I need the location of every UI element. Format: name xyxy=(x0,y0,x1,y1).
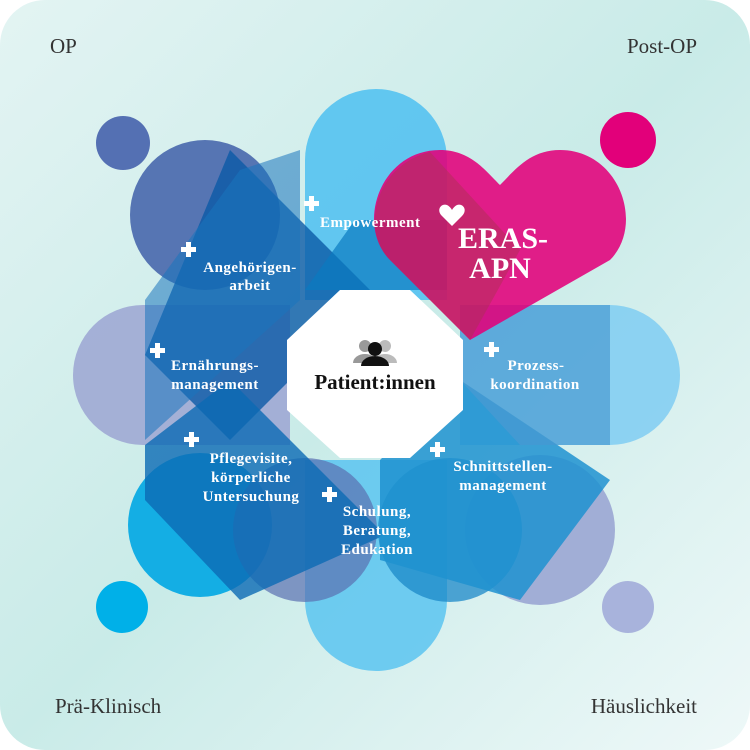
item-pflegevisite-1: Pflegevisite, xyxy=(210,451,293,467)
plus-icon xyxy=(150,343,165,358)
lobe-right-fill xyxy=(460,305,610,445)
heart-shade xyxy=(374,152,520,340)
item-ernaehrung-2: management xyxy=(171,377,259,393)
corner-label-praeklinisch: Prä-Klinisch xyxy=(55,694,162,718)
item-angehoerigen-1: Angehörigen- xyxy=(203,260,297,276)
corner-label-postop: Post-OP xyxy=(627,34,697,58)
corner-dot-postop xyxy=(600,112,656,168)
item-schulung-3: Edukation xyxy=(341,542,413,558)
center-octagon xyxy=(287,290,463,458)
item-empowerment: Empowerment xyxy=(320,215,420,231)
item-pflegevisite-2: körperliche xyxy=(211,470,291,486)
plus-icon xyxy=(184,432,199,447)
heart-shape xyxy=(374,150,626,340)
plus-icon xyxy=(430,442,445,457)
item-ernaehrung-1: Ernährungs- xyxy=(171,358,259,374)
plus-icons xyxy=(150,196,499,502)
corner-dot-praeklinisch xyxy=(96,581,148,633)
item-schnittstellen-2: management xyxy=(459,478,547,494)
corner-dot-haeuslichkeit xyxy=(602,581,654,633)
eras-line1: ERAS- xyxy=(458,222,548,255)
plus-icon xyxy=(484,342,499,357)
plus-icon xyxy=(304,196,319,211)
corner-label-haeuslichkeit: Häuslichkeit xyxy=(591,694,697,718)
item-angehoerigen-2: arbeit xyxy=(229,278,270,294)
item-schulung-1: Schulung, xyxy=(343,504,411,520)
heart-icon xyxy=(439,204,465,226)
lobe-bottom-left-diamond xyxy=(145,380,385,600)
plus-icon xyxy=(322,487,337,502)
lobe-bottom-right-diamond xyxy=(380,380,610,600)
item-prozess-1: Prozess- xyxy=(507,358,564,374)
center-label: Patient:innen xyxy=(314,370,436,394)
plus-icon xyxy=(181,242,196,257)
corner-dot-op xyxy=(96,116,150,170)
item-pflegevisite-3: Untersuchung xyxy=(203,489,300,505)
eras-line2: APN xyxy=(469,252,531,285)
corner-label-op: OP xyxy=(50,34,77,58)
people-group-icon xyxy=(353,340,397,366)
item-prozess-2: koordination xyxy=(490,377,580,393)
item-schulung-2: Beratung, xyxy=(343,523,411,539)
item-schnittstellen-1: Schnittstellen- xyxy=(453,459,552,475)
lobe-top-left-fill xyxy=(145,150,300,440)
